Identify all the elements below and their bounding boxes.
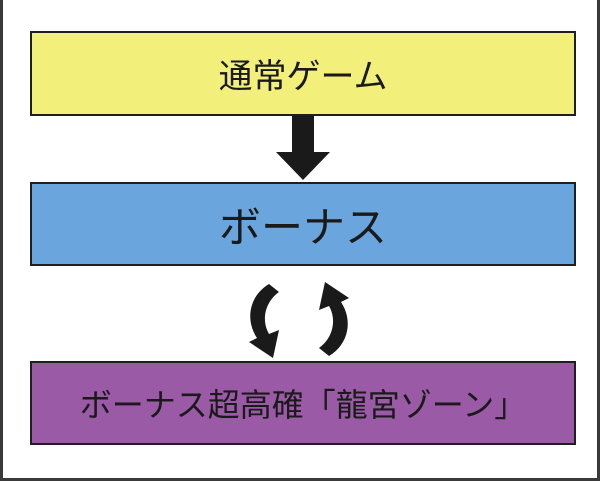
- arrow-down-icon: [276, 116, 330, 180]
- box-normal-game-label: 通常ゲーム: [218, 57, 388, 97]
- box-normal-game: 通常ゲーム: [30, 31, 576, 116]
- box-bonus-label: ボーナス: [218, 202, 387, 252]
- cycle-arrows-icon: [249, 282, 349, 358]
- curved-arrow-up-right: [319, 282, 349, 356]
- arrow-down-shape: [276, 116, 330, 180]
- box-ryugu-zone: ボーナス超高確「龍宮ゾーン」: [30, 361, 576, 445]
- box-bonus: ボーナス: [30, 182, 576, 266]
- curved-arrow-down-left: [249, 284, 279, 358]
- box-ryugu-zone-label: ボーナス超高確「龍宮ゾーン」: [79, 386, 527, 424]
